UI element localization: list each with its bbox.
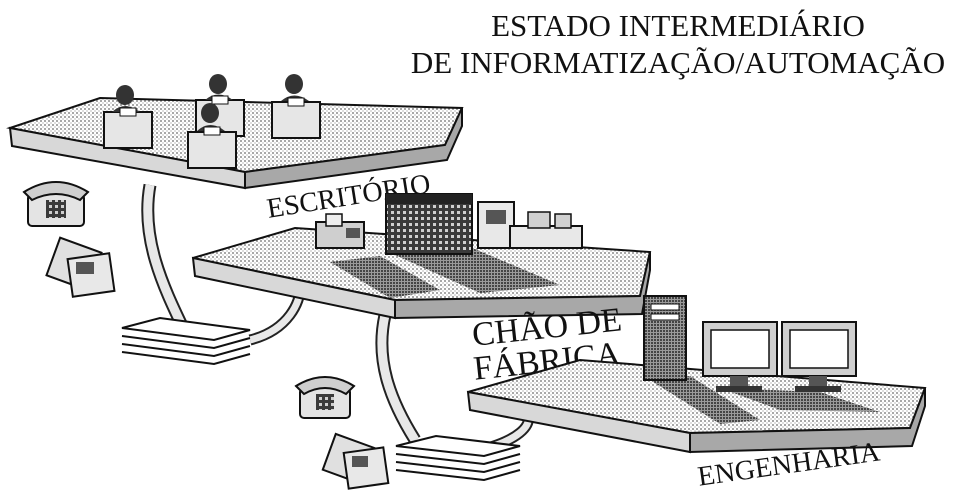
paper-stack-icon: [121, 316, 251, 366]
office-worker-desk-icon: [103, 85, 153, 149]
telephone-icon: [294, 376, 356, 419]
cnc-machine-icon: [315, 213, 365, 249]
floppy-disks-icon: [321, 432, 390, 490]
server-tower-icon: [643, 295, 687, 381]
factory-platform: CHÃO DE FÁBRICA: [191, 193, 652, 388]
paper-stack-icon: [395, 434, 521, 482]
floppy-disks-icon: [45, 236, 116, 298]
telephone-icon: [22, 181, 90, 227]
robot-arm-icon: [477, 201, 583, 249]
office-worker-desk-icon: [271, 74, 321, 139]
diagram-title: ESTADO INTERMEDIÁRIO DE INFORMATIZAÇÃO/A…: [411, 8, 945, 80]
factory-building-icon: [385, 193, 473, 255]
title-line-1: ESTADO INTERMEDIÁRIO: [491, 8, 865, 43]
computer-monitor-icon: [702, 321, 778, 392]
computer-monitor-icon: [781, 321, 857, 392]
title-line-2: DE INFORMATIZAÇÃO/AUTOMAÇÃO: [411, 45, 945, 80]
office-worker-desk-icon: [187, 103, 237, 169]
office-platform: ESCRITÓRIO: [6, 74, 464, 225]
